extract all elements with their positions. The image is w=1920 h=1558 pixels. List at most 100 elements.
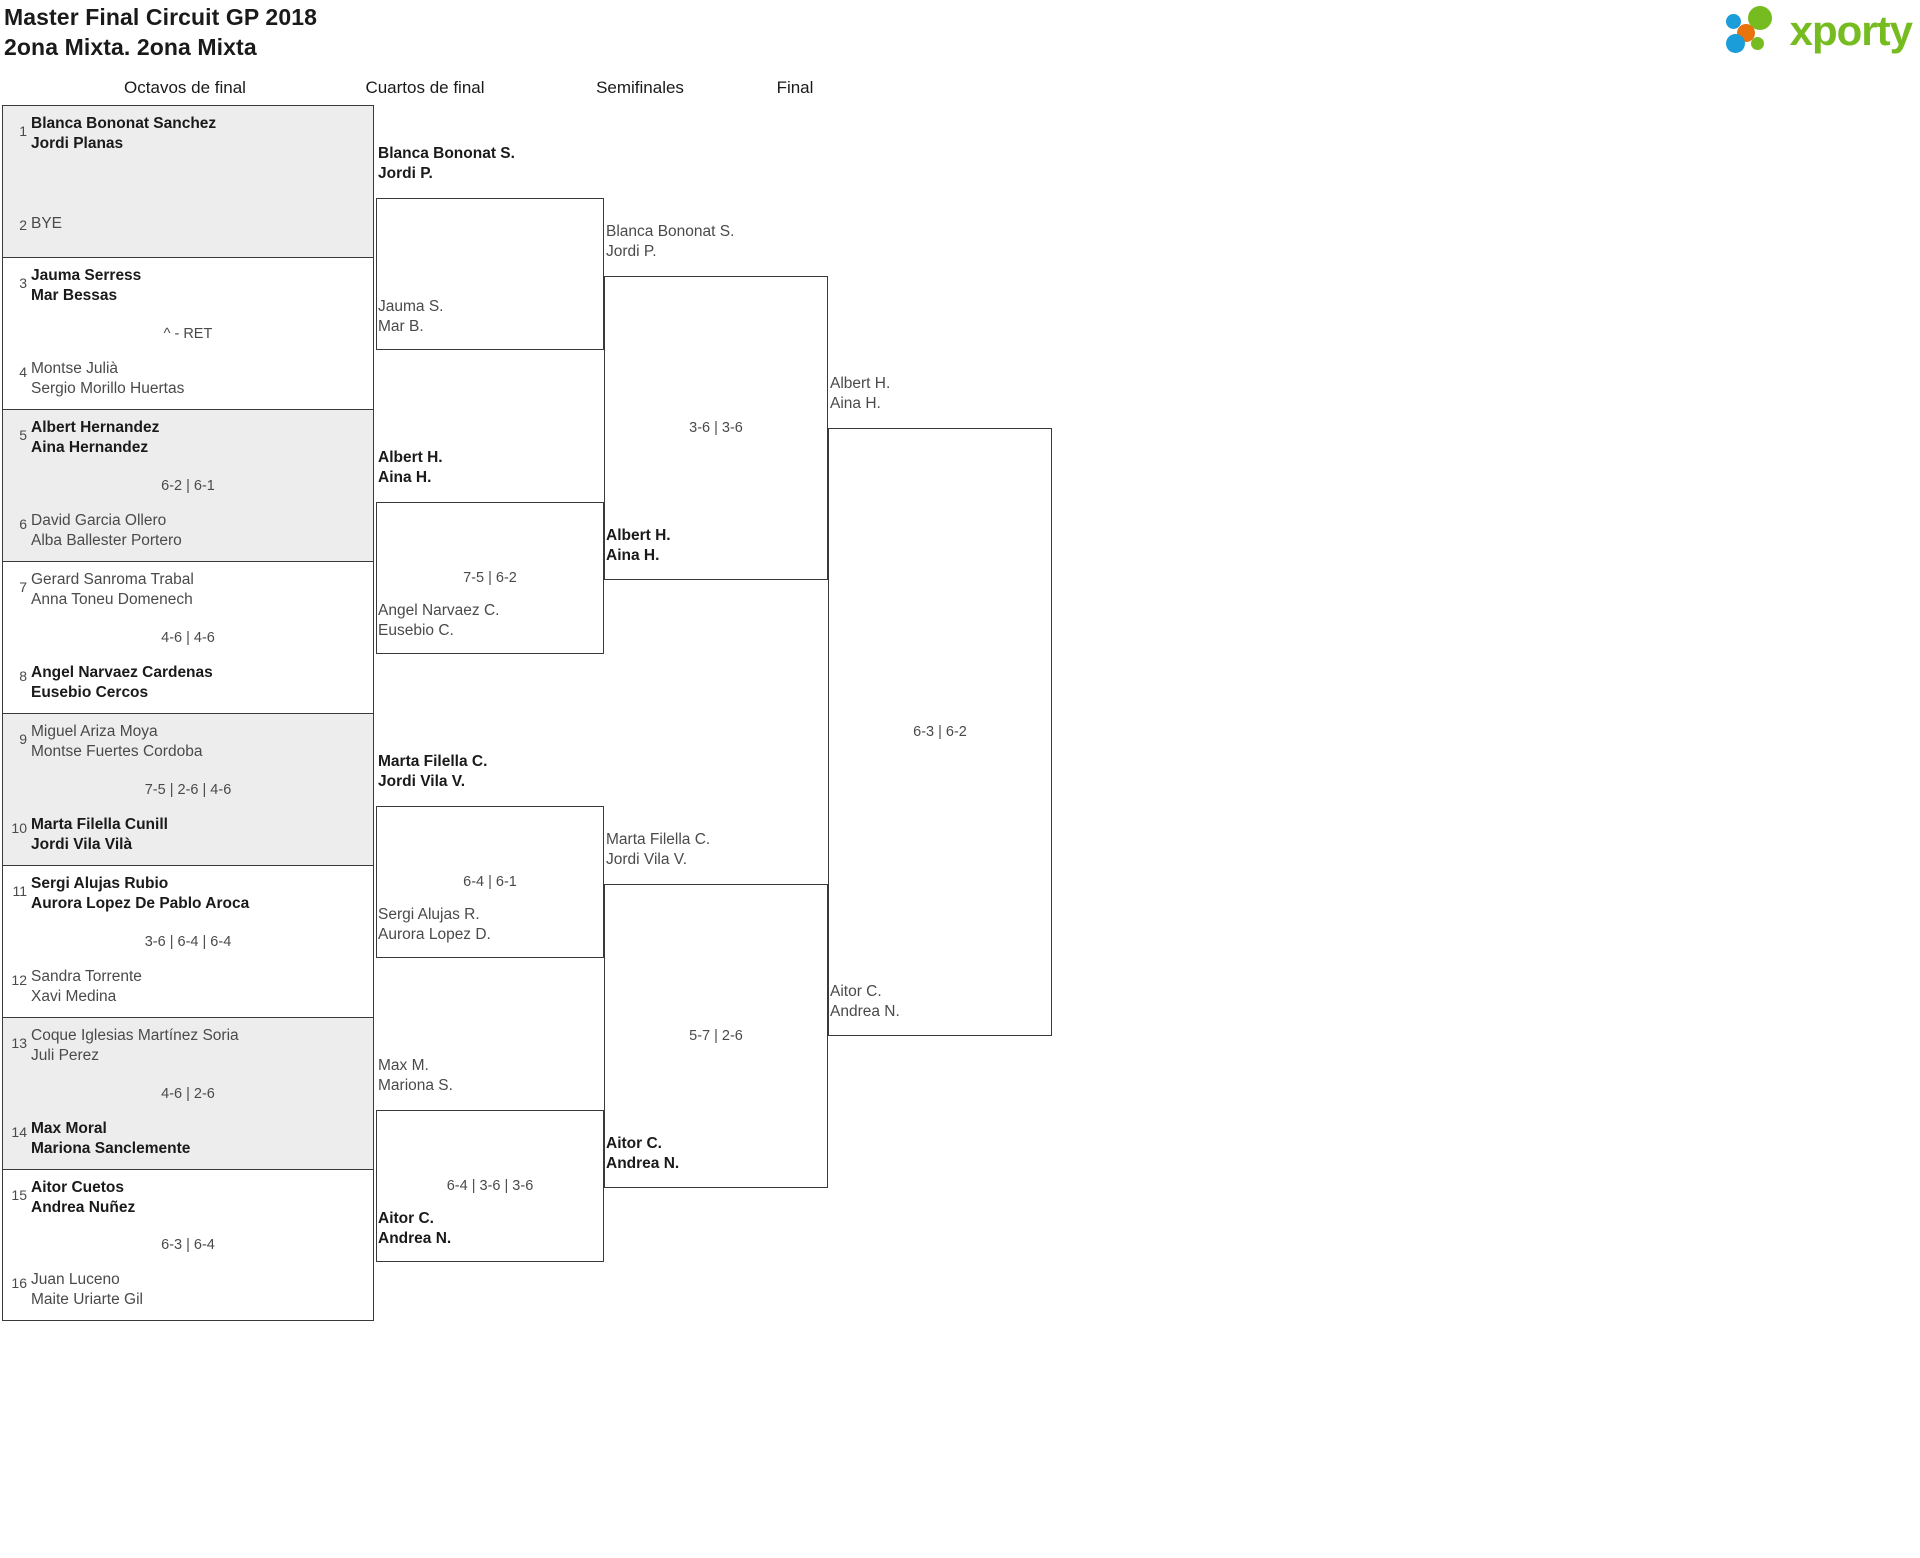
seed-number: 3 xyxy=(19,275,27,291)
seed-number: 8 xyxy=(19,668,27,684)
round-heading-final: Final xyxy=(776,78,814,97)
player-name: Coque Iglesias Martínez Soria xyxy=(31,1027,239,1044)
player-name: Maite Uriarte Gil xyxy=(31,1290,143,1308)
player-name: Blanca Bononat S. xyxy=(378,145,515,162)
seed-number: 5 xyxy=(19,427,27,443)
player-name: Aitor C. xyxy=(378,1210,434,1227)
player-name: Marta Filella C. xyxy=(378,753,488,770)
r1-match-3[interactable]: 5 Albert Hernandez Aina Hernandez 6 Davi… xyxy=(2,409,374,561)
player-name: Aitor C. xyxy=(606,1135,662,1152)
r1-match-4[interactable]: 7 Gerard Sanroma Trabal Anna Toneu Domen… xyxy=(2,561,374,713)
player-name: Aurora Lopez De Pablo Aroca xyxy=(31,894,250,912)
r3-slot-1-top: Blanca Bononat S. Jordi P. xyxy=(606,222,734,261)
r3-connector-2[interactable]: 5-7 | 2-6 xyxy=(604,884,828,1188)
player-name: Juli Perez xyxy=(31,1046,100,1064)
r3-connector-1[interactable]: 3-6 | 3-6 xyxy=(604,276,828,580)
r1-match-7[interactable]: 13 Coque Iglesias Martínez Soria Juli Pe… xyxy=(2,1017,374,1169)
seed-number: 13 xyxy=(11,1035,27,1051)
player-name: Sergi Alujas Rubio xyxy=(31,875,169,892)
seed-number: 12 xyxy=(11,972,27,988)
r1-match-8[interactable]: 15 Aitor Cuetos Andrea Nuñez 16 Juan Luc… xyxy=(2,1169,374,1321)
page-title: Master Final Circuit GP 2018 2ona Mixta.… xyxy=(4,2,317,62)
r3-slot-1-bottom: Albert H. Aina H. xyxy=(606,526,671,565)
r2-slot-2-bottom: Angel Narvaez C. Eusebio C. xyxy=(378,601,499,640)
player-name: Aitor C. xyxy=(830,983,882,1000)
r1-match-5[interactable]: 9 Miguel Ariza Moya Montse Fuertes Cordo… xyxy=(2,713,374,865)
r4-connector[interactable]: 6-3 | 6-2 xyxy=(828,428,1052,1036)
title-line-2: 2ona Mixta. 2ona Mixta xyxy=(4,34,257,60)
player-name: Jordi Planas xyxy=(31,134,124,152)
team-bottom: Juan Luceno Maite Uriarte Gil xyxy=(31,1270,143,1309)
match-score: 6-2 | 6-1 xyxy=(161,477,215,494)
r2-slot-1-top: Blanca Bononat S. Jordi P. xyxy=(378,144,515,183)
team-bottom: Sandra Torrente Xavi Medina xyxy=(31,967,142,1006)
r1-match-2[interactable]: 3 Jauma Serress Mar Bessas 4 Montse Juli… xyxy=(2,257,374,409)
r1-match-6[interactable]: 11 Sergi Alujas Rubio Aurora Lopez De Pa… xyxy=(2,865,374,1017)
seed-number: 10 xyxy=(11,820,27,836)
team-top: Sergi Alujas Rubio Aurora Lopez De Pablo… xyxy=(31,874,249,913)
player-name: Angel Narvaez Cardenas xyxy=(31,664,213,681)
team-top: Blanca Bononat Sanchez Jordi Planas xyxy=(31,114,216,153)
player-name: Jordi Vila V. xyxy=(378,772,466,790)
player-name: Gerard Sanroma Trabal xyxy=(31,571,194,588)
team-bottom: Marta Filella Cunill Jordi Vila Vilà xyxy=(31,815,168,854)
match-score: 4-6 | 2-6 xyxy=(161,1085,215,1102)
seed-number: 11 xyxy=(12,883,27,899)
player-name: Aina H. xyxy=(378,468,432,486)
r2-connector-2[interactable]: 7-5 | 6-2 xyxy=(376,502,604,654)
player-name: Andrea N. xyxy=(606,1154,680,1172)
round-heading-cuartos: Cuartos de final xyxy=(365,78,485,97)
player-name: Jordi P. xyxy=(606,242,657,260)
r2-slot-4-top: Max M. Mariona S. xyxy=(378,1056,453,1095)
team-bottom: Montse Julià Sergio Morillo Huertas xyxy=(31,359,184,398)
seed-number: 1 xyxy=(19,123,27,139)
player-name: Aina H. xyxy=(830,394,881,412)
player-name: Juan Luceno xyxy=(31,1271,120,1288)
r2-connector-3[interactable]: 6-4 | 6-1 xyxy=(376,806,604,958)
r2-connector-1[interactable] xyxy=(376,198,604,350)
player-name: Jauma Serress xyxy=(31,267,142,284)
round-heading-semis: Semifinales xyxy=(596,78,684,97)
seed-number: 2 xyxy=(19,217,27,233)
team-top: Albert Hernandez Aina Hernandez xyxy=(31,418,159,457)
player-name: Sergi Alujas R. xyxy=(378,906,480,923)
team-top: Gerard Sanroma Trabal Anna Toneu Domenec… xyxy=(31,570,194,609)
player-name: Eusebio Cercos xyxy=(31,683,149,701)
r3-slot-2-top: Marta Filella C. Jordi Vila V. xyxy=(606,830,710,869)
r2-slot-1-bottom: Jauma S. Mar B. xyxy=(378,297,443,336)
seed-number: 15 xyxy=(11,1187,27,1203)
player-name: Blanca Bononat S. xyxy=(606,223,735,240)
player-name: Mariona S. xyxy=(378,1076,453,1094)
bye-label: BYE xyxy=(31,215,63,232)
player-name: Albert H. xyxy=(830,375,891,392)
logo-dots-icon xyxy=(1725,6,1784,56)
r2-connector-4[interactable]: 6-4 | 3-6 | 3-6 xyxy=(376,1110,604,1262)
player-name: Anna Toneu Domenech xyxy=(31,590,193,608)
seed-number: 6 xyxy=(19,516,27,532)
player-name: Montse Fuertes Cordoba xyxy=(31,742,203,760)
player-name: Mariona Sanclemente xyxy=(31,1139,191,1157)
team-bottom: Max Moral Mariona Sanclemente xyxy=(31,1119,190,1158)
r1-match-1[interactable]: 1 Blanca Bononat Sanchez Jordi Planas 2 … xyxy=(2,105,374,257)
player-name: Sergio Morillo Huertas xyxy=(31,379,185,397)
seed-number: 14 xyxy=(11,1124,27,1140)
xporty-logo[interactable]: xporty xyxy=(1725,6,1913,56)
r2-slot-3-top: Marta Filella C. Jordi Vila V. xyxy=(378,752,487,791)
match-score: 4-6 | 4-6 xyxy=(161,629,215,646)
match-score: 7-5 | 6-2 xyxy=(463,570,517,586)
team-top: Coque Iglesias Martínez Soria Juli Perez xyxy=(31,1026,239,1065)
player-name: Andrea N. xyxy=(378,1229,452,1247)
player-name: Albert H. xyxy=(606,527,671,544)
seed-number: 9 xyxy=(19,731,27,747)
round-1-column: 1 Blanca Bononat Sanchez Jordi Planas 2 … xyxy=(2,105,374,1321)
team-bottom: Angel Narvaez Cardenas Eusebio Cercos xyxy=(31,663,213,702)
team-top: Aitor Cuetos Andrea Nuñez xyxy=(31,1178,135,1217)
seed-number: 7 xyxy=(19,579,27,595)
player-name: Aina H. xyxy=(606,546,660,564)
player-name: Marta Filella C. xyxy=(606,831,711,848)
title-line-1: Master Final Circuit GP 2018 xyxy=(4,4,317,30)
match-score: 5-7 | 2-6 xyxy=(689,1028,743,1044)
player-name: Aina Hernandez xyxy=(31,438,149,456)
player-name: Mar B. xyxy=(378,317,424,335)
seed-number: 16 xyxy=(11,1275,27,1291)
